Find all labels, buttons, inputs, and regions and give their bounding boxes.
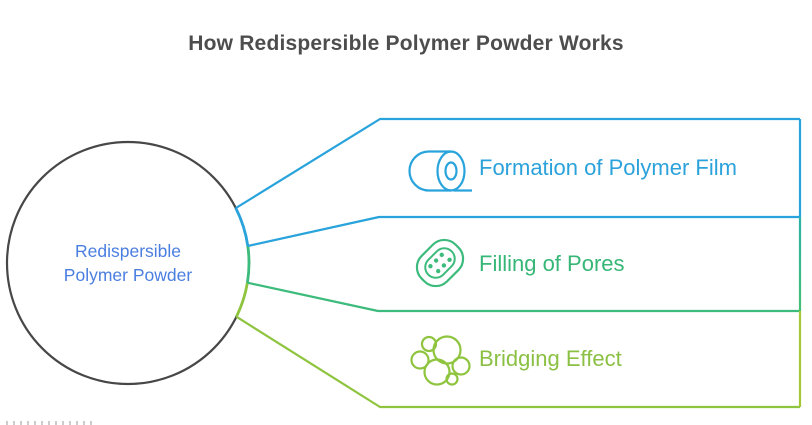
- porous-blob-icon: [415, 238, 465, 288]
- branch-label-filling-of-pores: Filling of Pores: [479, 251, 625, 276]
- arc-segment-blue: [234, 207, 250, 247]
- center-label-line2: Polymer Powder: [63, 264, 193, 285]
- branch-line-second: [247, 215, 800, 248]
- cutoff-watermark-text: [6, 421, 92, 425]
- center-node-label: Redispersible Polymer Powder: [8, 240, 248, 287]
- branch-line-third: [247, 281, 800, 313]
- branch-line-bottom: [235, 315, 800, 409]
- arc-segment-olive: [235, 282, 249, 318]
- branch-label-formation-of-polymer-film: Formation of Polymer Film: [479, 155, 737, 180]
- center-label-line1: Redispersible: [74, 241, 182, 261]
- branch-label-bridging-effect: Bridging Effect: [479, 346, 622, 371]
- bubble-cluster-icon: [410, 335, 471, 386]
- page-title: How Redispersible Polymer Powder Works: [188, 32, 624, 55]
- branch-line-top: [235, 117, 800, 210]
- arc-segment-green: [246, 245, 251, 283]
- film-roll-icon: [408, 150, 472, 192]
